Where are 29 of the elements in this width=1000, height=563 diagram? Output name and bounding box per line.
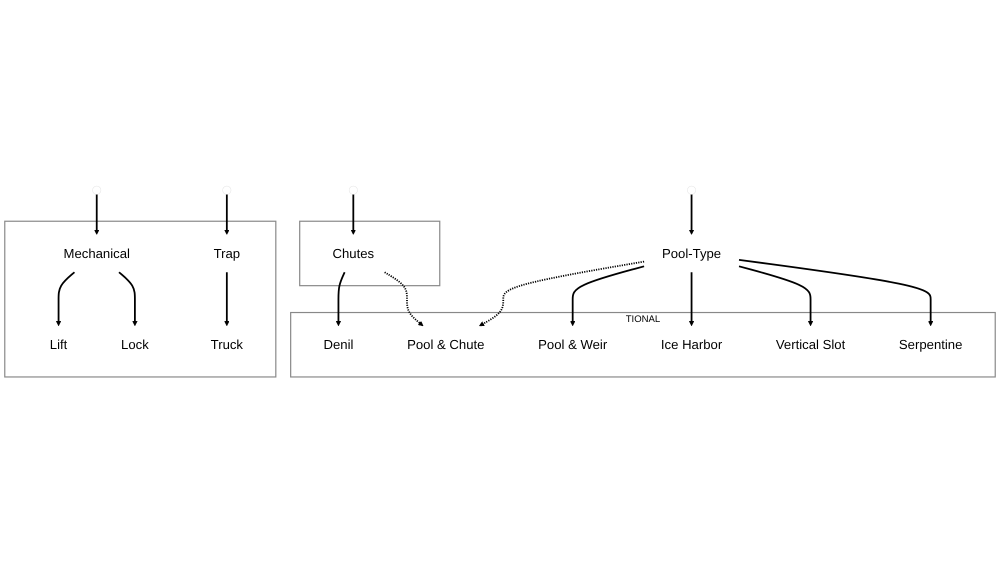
- node-text: Mechanical: [64, 246, 130, 261]
- node-text: Pool-Type: [662, 246, 722, 261]
- arrow: [94, 194, 100, 235]
- node-text: Pool & Chute: [407, 337, 484, 352]
- node-text: Denil: [323, 337, 354, 352]
- arrow: [118, 272, 138, 326]
- node-text: Lift: [50, 337, 68, 352]
- node-text: Serpentine: [898, 337, 962, 352]
- cluster: [4, 220, 276, 378]
- arrow: [350, 194, 356, 235]
- node-text: Ice Harbor: [660, 337, 722, 352]
- arrow: [688, 194, 694, 235]
- arrow: [384, 271, 424, 326]
- arrow: [570, 265, 644, 326]
- node-text: Vertical Slot: [776, 337, 846, 352]
- node-text: Chutes: [332, 246, 374, 261]
- arrow: [224, 272, 230, 326]
- node-text: Lock: [121, 337, 149, 352]
- arrow: [224, 194, 230, 235]
- arrow: [688, 272, 694, 326]
- arrow: [479, 260, 644, 326]
- arrow: [738, 265, 814, 326]
- node-text: Truck: [210, 337, 243, 352]
- arrow: [56, 272, 76, 326]
- node-text: Pool & Weir: [538, 337, 608, 352]
- arrow: [738, 258, 934, 326]
- arrow: [336, 272, 346, 326]
- node-text: Trap: [214, 246, 240, 261]
- cluster: [299, 220, 440, 286]
